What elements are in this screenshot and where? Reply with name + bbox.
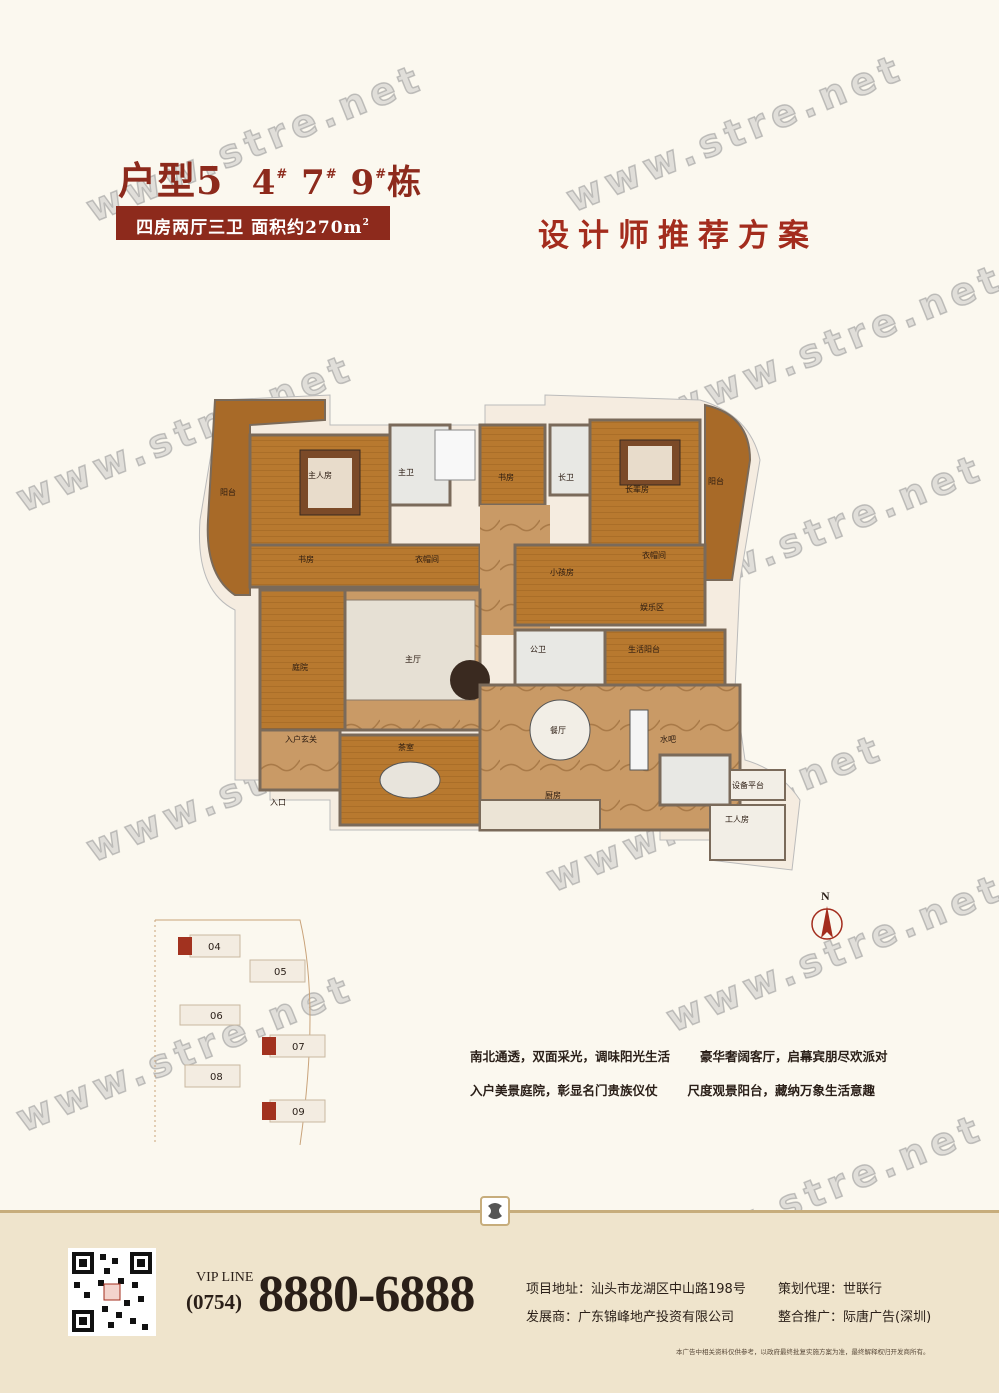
room-label: 小孩房 (550, 567, 574, 577)
room-label: 衣帽间 (415, 554, 439, 564)
building-label: 08 (210, 1072, 223, 1083)
site-map: 04 05 06 07 08 09 (150, 915, 350, 1146)
room-label: 厨房 (545, 790, 561, 800)
room-label: 娱乐区 (640, 602, 664, 612)
room-label: 阳台 (708, 476, 724, 486)
room-label: 餐厅 (550, 726, 566, 735)
feature-text: 尺度观景阳台，藏纳万象生活意趣 (687, 1083, 876, 1098)
feature-text: 南北通透，双面采光，调味阳光生活 (470, 1049, 671, 1064)
vip-line-label: VIP LINE (196, 1270, 254, 1285)
feature-text: 入户美景庭院，彰显名门贵族仪仗 (470, 1083, 658, 1098)
svg-text:N: N (821, 889, 830, 903)
agent: 策划代理：世联行 (778, 1282, 883, 1297)
logo-icon (480, 1196, 510, 1226)
room-label: 书房 (498, 472, 514, 482)
building-label: 06 (210, 1011, 223, 1022)
watermark: www.stre.net (559, 44, 911, 221)
room-label: 衣帽间 (642, 550, 666, 560)
building-numbers: 4# 7# 9#栋 (251, 163, 423, 203)
compass-icon: N (807, 888, 847, 948)
room-label: 工人房 (725, 814, 749, 824)
room-label: 庭院 (292, 662, 308, 672)
room-label: 入户玄关 (285, 734, 317, 744)
room-label: 茶室 (398, 742, 414, 752)
qr-code-icon[interactable] (68, 1248, 156, 1336)
room-label: 书房 (298, 554, 314, 564)
feature-text: 豪华奢阔客厅，启幕宾朋尽欢派对 (700, 1049, 888, 1064)
disclaimer: 本广告中相关资料仅供参考，以政府最终批复实施方案为准，最终解释权归开发商所有。 (676, 1348, 930, 1356)
promoter: 整合推广：际唐广告(深圳) (778, 1310, 932, 1325)
phone-number[interactable]: 8880-6888 (258, 1266, 475, 1323)
spec-bar: 四房两厅三卫 面积约270m2 (116, 206, 390, 240)
room-label: 阳台 (220, 487, 236, 497)
room-label: 生活阳台 (628, 644, 660, 654)
room-label: 公卫 (530, 645, 546, 654)
building-label: 07 (292, 1042, 305, 1053)
room-label: 主人房 (308, 470, 332, 480)
unit-title: 户型5 4# 7# 9#栋 (118, 150, 422, 205)
floor-plan-drawing: 主人房 主卫 阳台 书房 衣帽间 书房 长卫 长辈房 阳台 衣帽间 小孩房 娱乐… (198, 394, 801, 871)
room-label: 水吧 (660, 734, 676, 744)
address: 项目地址：汕头市龙湖区中山路198号 (526, 1282, 746, 1297)
room-label: 入口 (270, 798, 286, 807)
building-label: 09 (292, 1107, 305, 1118)
features: 南北通透，双面采光，调味阳光生活 豪华奢阔客厅，启幕宾朋尽欢派对 入户美景庭院，… (470, 1040, 910, 1108)
design-title: 设计师推荐方案 (538, 218, 818, 254)
room-label: 主卫 (398, 467, 414, 477)
room-label: 设备平台 (732, 780, 764, 790)
room-label: 长卫 (558, 472, 574, 482)
unit-type: 户型5 (118, 158, 224, 203)
building-label: 04 (208, 942, 221, 953)
developer: 发展商：广东锦峰地产投资有限公司 (526, 1310, 735, 1325)
room-label: 长辈房 (625, 484, 649, 494)
floor-plan: 主人房 主卫 阳台 书房 衣帽间 书房 长卫 长辈房 阳台 衣帽间 小孩房 娱乐… (180, 380, 810, 880)
room-label: 主厅 (405, 654, 421, 664)
area-code: (0754) (186, 1290, 242, 1314)
building-label: 05 (274, 967, 287, 978)
